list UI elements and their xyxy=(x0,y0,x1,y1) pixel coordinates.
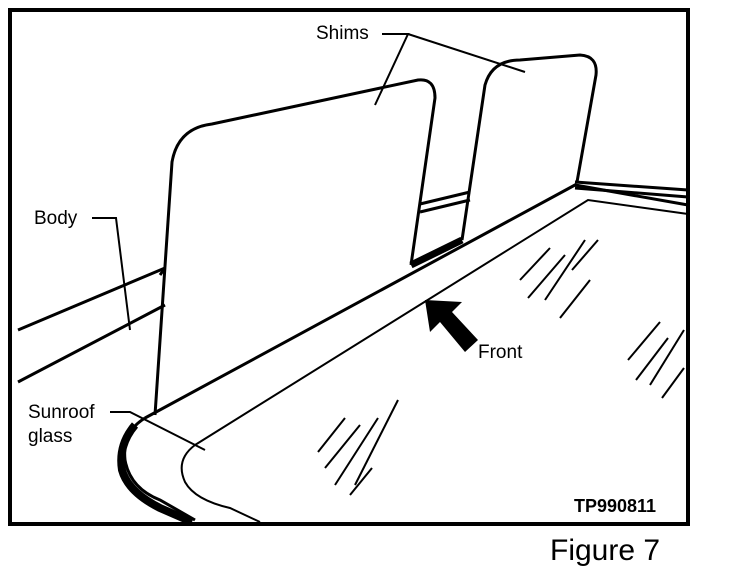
label-sunroof-line2: glass xyxy=(28,426,72,447)
shim-right xyxy=(460,53,598,241)
glass-reflections xyxy=(317,239,685,496)
figure-code: TP990811 xyxy=(574,496,656,516)
sunroof-seal xyxy=(117,422,194,526)
label-front: Front xyxy=(478,342,523,363)
sunroof-glass-outer xyxy=(123,183,689,522)
shim-left xyxy=(153,78,437,416)
leader-lines xyxy=(92,33,526,451)
front-arrow-icon xyxy=(425,300,478,352)
shim-contact-band xyxy=(409,236,464,269)
label-body: Body xyxy=(34,208,78,229)
label-shims: Shims xyxy=(316,23,369,44)
sunroof-glass-inner xyxy=(180,198,689,523)
label-sunroof-line1: Sunroof xyxy=(28,402,95,423)
diagram-border xyxy=(8,8,690,526)
figure-caption: Figure 7 xyxy=(550,534,660,567)
